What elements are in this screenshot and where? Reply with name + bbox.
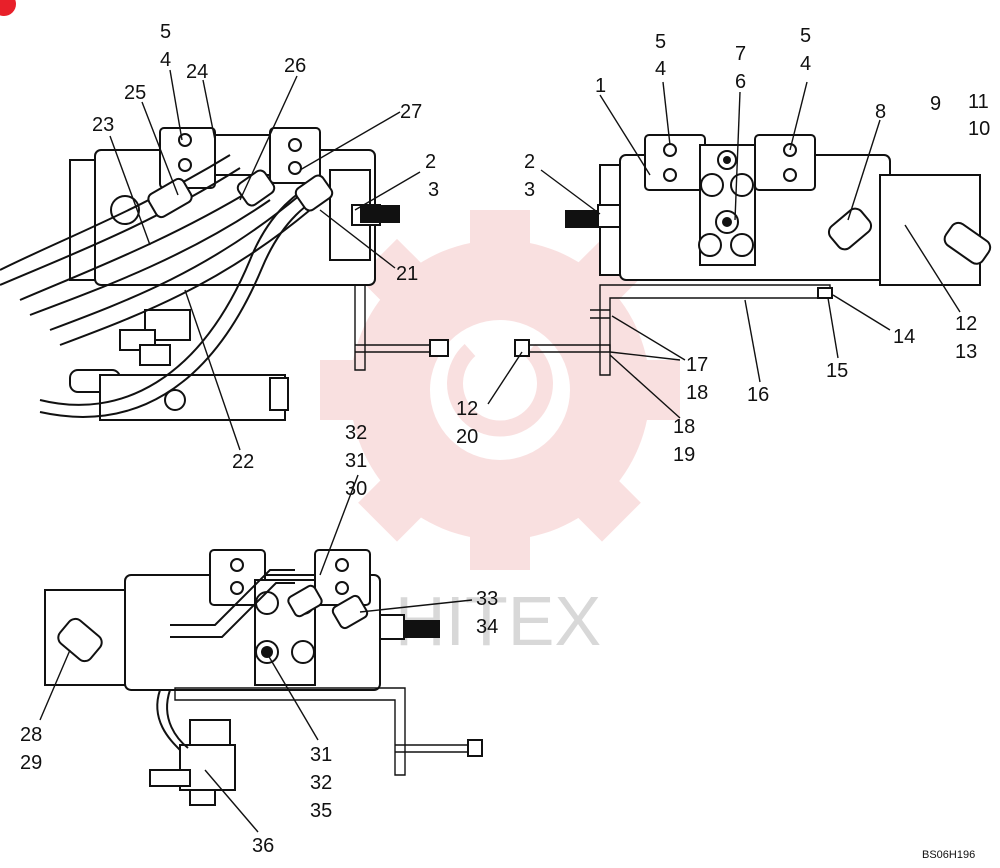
callout-c-32a: 32 xyxy=(345,422,367,444)
callout-b-10: 10 xyxy=(968,118,990,140)
callout-a-23: 23 xyxy=(92,114,114,136)
callout-b-17: 17 xyxy=(686,354,708,376)
callout-b-6: 6 xyxy=(735,71,746,93)
callout-a-3: 3 xyxy=(428,179,439,201)
assembly-b-pump xyxy=(514,134,992,376)
callout-b-12b: 12 xyxy=(456,398,478,420)
callout-c-31a: 31 xyxy=(345,450,367,472)
callout-c-28: 28 xyxy=(20,724,42,746)
callout-b-5b: 5 xyxy=(800,25,811,47)
callout-labels: 5 4 24 26 25 23 27 2 3 21 22 5 4 7 6 5 4… xyxy=(20,21,990,857)
callout-c-30: 30 xyxy=(345,478,367,500)
assembly-a-pump xyxy=(0,127,449,421)
callout-b-11: 11 xyxy=(968,91,989,113)
callout-b-12a: 12 xyxy=(955,313,977,335)
callout-b-15: 15 xyxy=(826,360,848,382)
callout-b-16: 16 xyxy=(747,384,769,406)
callout-a-5: 5 xyxy=(160,21,171,43)
watermark-gear-icon xyxy=(320,210,680,570)
callout-a-21: 21 xyxy=(396,263,418,285)
callout-a-2: 2 xyxy=(425,151,436,173)
callout-b-2: 2 xyxy=(524,151,535,173)
callout-b-3: 3 xyxy=(524,179,535,201)
callout-a-27: 27 xyxy=(400,101,422,123)
callout-b-18a: 18 xyxy=(686,382,708,404)
figure-code: BS06H196 xyxy=(922,849,975,861)
callout-c-29: 29 xyxy=(20,752,42,774)
callout-c-36: 36 xyxy=(252,835,274,857)
callout-c-31b: 31 xyxy=(310,744,332,766)
callout-c-32b: 32 xyxy=(310,772,332,794)
callout-b-8: 8 xyxy=(875,101,886,123)
callout-b-19: 19 xyxy=(673,444,695,466)
callout-b-4a: 4 xyxy=(655,58,666,80)
callout-b-5a: 5 xyxy=(655,31,666,53)
callout-b-4b: 4 xyxy=(800,53,811,75)
callout-a-4: 4 xyxy=(160,49,171,71)
callout-b-20: 20 xyxy=(456,426,478,448)
callout-a-22: 22 xyxy=(232,451,254,473)
assembly-c-pump xyxy=(44,549,483,806)
leader-lines xyxy=(39,69,961,833)
callout-a-25: 25 xyxy=(124,82,146,104)
callout-b-7: 7 xyxy=(735,43,746,65)
callout-b-13: 13 xyxy=(955,341,977,363)
callout-c-33: 33 xyxy=(476,588,498,610)
callout-c-34: 34 xyxy=(476,616,498,638)
callout-a-24: 24 xyxy=(186,61,208,83)
callout-b-18b: 18 xyxy=(673,416,695,438)
callout-b-1: 1 xyxy=(595,75,606,97)
callout-c-35: 35 xyxy=(310,800,332,822)
callout-b-9: 9 xyxy=(930,93,941,115)
callout-b-14: 14 xyxy=(893,326,915,348)
callout-a-26: 26 xyxy=(284,55,306,77)
corner-badge-icon xyxy=(0,0,16,16)
